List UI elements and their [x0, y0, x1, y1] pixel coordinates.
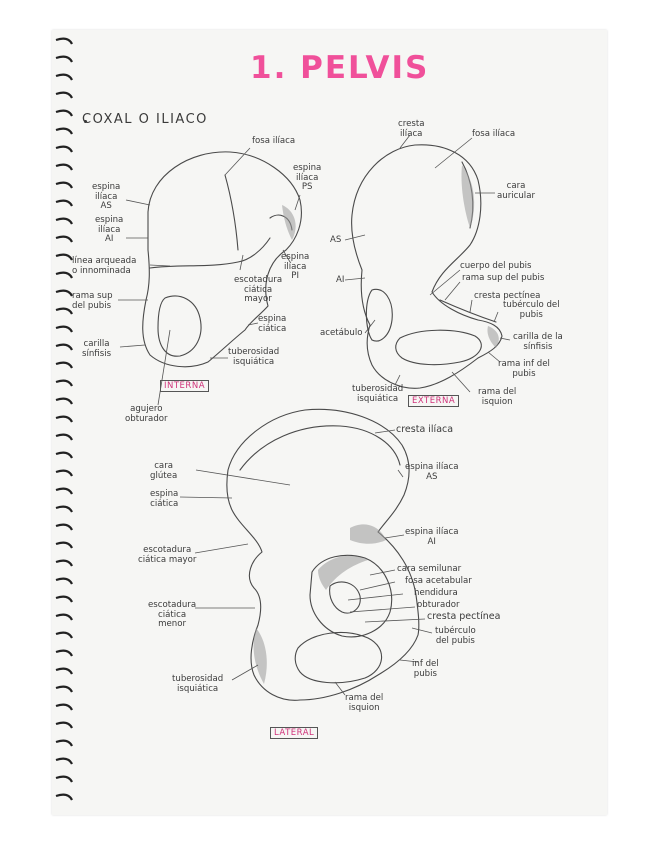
lateral-label-tuberosidad: tuberosidad isquiática [172, 674, 224, 694]
lateral-label-cresta: cresta ilíaca [396, 424, 454, 435]
lateral-tag: LATERAL [270, 727, 319, 739]
interna-obturator-hole [157, 295, 202, 357]
externa-label-tuberculo: tubérculo del pubis [503, 300, 560, 320]
interna-label-rama-sup: rama sup del pubis [72, 291, 113, 311]
externa-shade-pubis [487, 326, 499, 348]
externa-label-fosa-iliaca: fosa ilíaca [472, 129, 516, 139]
lateral-label-espina-ciatica: espina ciática [150, 489, 179, 509]
externa-shade-auricular [461, 165, 475, 228]
lateral-label-espina-as: espina ilíaca AS [405, 462, 459, 482]
interna-bone-outline [142, 151, 302, 368]
lateral-label-obturador: obturador [417, 600, 460, 610]
lateral-shade-tuberosity [253, 628, 267, 684]
externa-bone-outline [351, 144, 503, 389]
lateral-acetabular-fossa [329, 581, 361, 614]
lateral-label-escotadura-menor: escotadura ciática menor [148, 600, 197, 629]
page-title: 1. PELVIS [250, 50, 430, 86]
interna-label-espina-pi: espina ilíaca PI [281, 252, 310, 281]
interna-label-carilla: carilla sínfisis [82, 339, 112, 359]
interna-label-linea: línea arqueada o innominada [72, 256, 137, 276]
externa-label-cuerpo: cuerpo del pubis [460, 261, 532, 271]
interna-fossa-line [224, 174, 239, 251]
lateral-label-escotadura-mayor: escotadura ciática mayor [138, 545, 197, 565]
lateral-label-cresta-pectinea: cresta pectínea [427, 611, 501, 622]
interna-tag: INTERNA [160, 380, 210, 392]
externa-tag: EXTERNA [408, 395, 460, 407]
externa-label-carilla: carilla de la sínfisis [513, 332, 563, 352]
lateral-acetabulum-outer [309, 554, 393, 638]
lateral-label-fosa-acetabular: fosa acetabular [405, 576, 472, 586]
lateral-label-rama-isquion: rama del isquion [345, 693, 384, 713]
lateral-label-cara-glutea: cara glútea [150, 461, 178, 481]
lateral-obturator-hole [294, 632, 383, 684]
interna-label-tuberosidad: tuberosidad isquiática [228, 347, 280, 367]
interna-label-espina-ciatica: espina ciática [258, 314, 287, 334]
externa-label-as: AS [330, 235, 342, 245]
lateral-label-espina-ai: espina ilíaca AI [405, 527, 459, 547]
externa-label-tuberosidad: tuberosidad isquiática [352, 384, 404, 404]
lateral-label-inf-pubis: inf del pubis [412, 659, 439, 679]
lateral-label-tuberculo: tubérculo del pubis [435, 626, 476, 646]
interna-label-espina-as: espina ilíaca AS [92, 182, 121, 211]
lateral-crest-line [239, 425, 401, 471]
interna-label-agujero: agujero obturador [125, 404, 168, 424]
externa-label-cara-auricular: cara auricular [497, 181, 535, 201]
lateral-shade-semilunar [318, 555, 368, 590]
externa-obturator-hole [395, 329, 482, 366]
interna-shade-auricular [282, 205, 296, 240]
lateral-bone-outline [226, 408, 420, 701]
externa-acetabulum [365, 288, 393, 342]
interna-label-espina-ps: espina ilíaca PS [293, 163, 322, 192]
lateral-label-cara-semilunar: cara semilunar [397, 564, 462, 574]
externa-label-acetabulo: acetábulo [320, 328, 363, 338]
externa-pubic-line [439, 299, 497, 323]
bullet-dot [84, 120, 87, 123]
externa-label-rama-isquion: rama del isquion [478, 387, 517, 407]
interna-label-espina-ai: espina ilíaca AI [95, 215, 124, 244]
spiral-binding-icon [55, 37, 73, 801]
externa-label-rama-sup: rama sup del pubis [462, 273, 545, 283]
lateral-shade-ai [350, 524, 386, 544]
externa-label-rama-inf: rama inf del pubis [498, 359, 550, 379]
notebook-page [52, 30, 607, 815]
interna-arcuate-line [149, 237, 271, 269]
section-subtitle: COXAL O ILIACO [82, 112, 208, 127]
externa-label-cresta: cresta ilíaca [398, 119, 425, 139]
interna-label-fosa-iliaca: fosa ilíaca [252, 136, 296, 146]
interna-label-escotadura: escotadura ciática mayor [234, 275, 283, 304]
lateral-label-hendidura: hendidura [414, 588, 458, 598]
externa-label-ai: AI [336, 275, 345, 285]
externa-label-cresta-pectinea: cresta pectínea [474, 291, 541, 301]
